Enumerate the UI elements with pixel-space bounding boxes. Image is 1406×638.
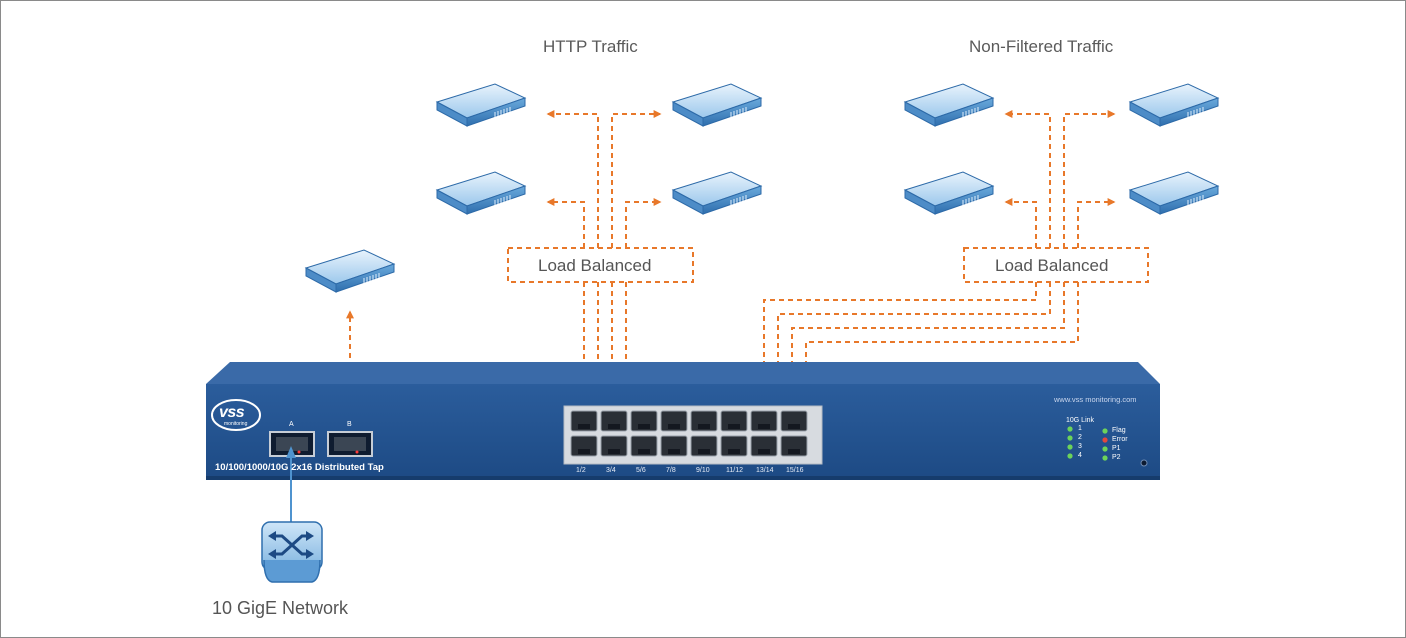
port-label: 15/16 xyxy=(786,467,804,474)
sfp-label-a: A xyxy=(289,421,294,428)
port-label: 3/4 xyxy=(606,467,616,474)
server-icon xyxy=(672,83,762,127)
load-balanced-label-non-filtered: Load Balanced xyxy=(995,256,1109,275)
rj45-port xyxy=(720,410,748,432)
network-switch-icon xyxy=(261,521,323,583)
rj45-port xyxy=(630,435,658,457)
link-leds-title: 10G Link xyxy=(1066,417,1095,424)
port-label: 11/12 xyxy=(726,467,743,474)
server-icon xyxy=(305,249,395,293)
link-led xyxy=(1067,444,1073,450)
status-led xyxy=(1102,428,1108,434)
status-led xyxy=(1102,455,1108,461)
sfp-port-b xyxy=(327,431,373,457)
rj45-port xyxy=(750,435,778,457)
sfp-label-b: B xyxy=(347,421,352,428)
reset-button xyxy=(1140,459,1148,467)
rj45-port xyxy=(600,435,628,457)
status-led xyxy=(1102,437,1108,443)
link-led xyxy=(1067,435,1073,441)
server-icon xyxy=(904,83,994,127)
port-label: 7/8 xyxy=(666,467,676,474)
http-traffic-title: HTTP Traffic xyxy=(543,37,638,56)
server-icon xyxy=(904,171,994,215)
rj45-port xyxy=(630,410,658,432)
rj45-port xyxy=(600,410,628,432)
link-led-label: 2 xyxy=(1078,434,1082,441)
status-led xyxy=(1102,446,1108,452)
rj45-port xyxy=(780,410,808,432)
port-label: 5/6 xyxy=(636,467,646,474)
port-label: 9/10 xyxy=(696,467,710,474)
link-led xyxy=(1067,426,1073,432)
link-led-label: 4 xyxy=(1078,452,1082,459)
link-led-label: 1 xyxy=(1078,425,1082,432)
status-led-label: P1 xyxy=(1112,445,1121,452)
rj45-port xyxy=(690,435,718,457)
status-led-label: P2 xyxy=(1112,454,1121,461)
server-icon xyxy=(436,171,526,215)
device-url: www.vss monitoring.com xyxy=(1054,395,1137,404)
rj45-port xyxy=(660,435,688,457)
port-label: 1/2 xyxy=(576,467,586,474)
rj45-port xyxy=(720,435,748,457)
device-model-label: 10/100/1000/10G 2x16 Distributed Tap xyxy=(215,462,384,473)
rj45-port xyxy=(570,435,598,457)
server-icon xyxy=(1129,171,1219,215)
status-leds xyxy=(1067,426,1108,461)
rj45-port xyxy=(750,410,778,432)
link-led-label: 3 xyxy=(1078,443,1082,450)
non-filtered-traffic-title: Non-Filtered Traffic xyxy=(969,37,1114,56)
network-uplink xyxy=(286,446,296,522)
status-led-label: Flag xyxy=(1112,427,1126,434)
load-balanced-label-http: Load Balanced xyxy=(538,256,652,275)
vss-logo xyxy=(211,399,261,431)
status-led-label: Error xyxy=(1112,436,1128,443)
rj45-port xyxy=(690,410,718,432)
rj45-port xyxy=(780,435,808,457)
link-led xyxy=(1067,453,1073,459)
rj45-port xyxy=(570,410,598,432)
server-icon xyxy=(436,83,526,127)
server-icon xyxy=(672,171,762,215)
logo-subtext: monitoring xyxy=(224,421,248,427)
logo-text: vss xyxy=(219,404,245,421)
rj45-port xyxy=(660,410,688,432)
port-label: 13/14 xyxy=(756,467,774,474)
server-icon xyxy=(1129,83,1219,127)
network-label: 10 GigE Network xyxy=(212,598,349,618)
